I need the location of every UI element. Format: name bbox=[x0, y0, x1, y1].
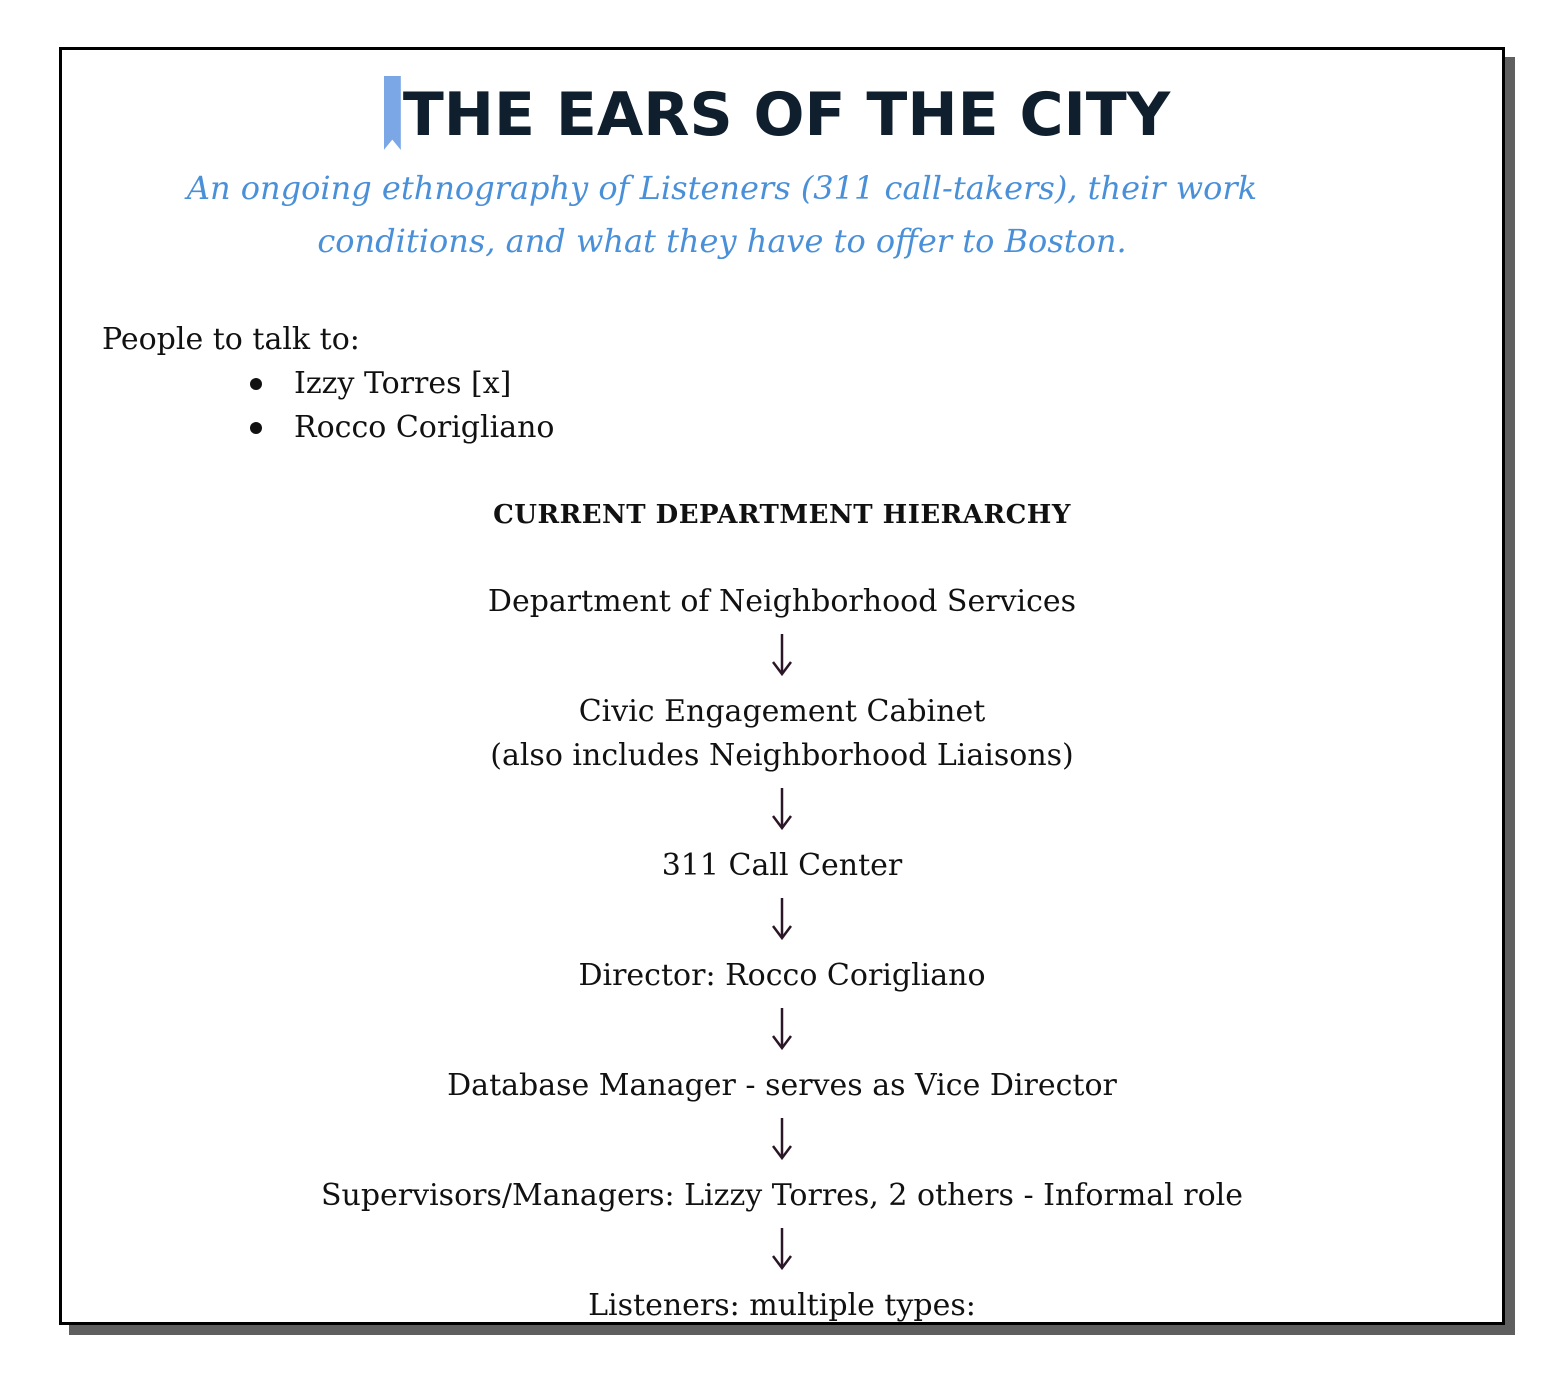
arrow-down-icon bbox=[62, 998, 1502, 1064]
hierarchy-level: 311 Call Center bbox=[661, 848, 903, 883]
page-title: THE EARS OF THE CITY bbox=[383, 76, 1171, 154]
hierarchy-level: Department of Neighborhood Services bbox=[487, 584, 1077, 619]
bookmark-icon[interactable] bbox=[383, 76, 401, 150]
arrow-down-icon bbox=[62, 888, 1502, 954]
document-page: THE EARS OF THE CITY An ongoing ethnogra… bbox=[59, 47, 1505, 1325]
title-row: THE EARS OF THE CITY bbox=[62, 76, 1502, 155]
list-item: Rocco Corigliano bbox=[102, 406, 554, 450]
hierarchy-level: Listeners: multiple types: bbox=[588, 1288, 976, 1323]
list-item: Izzy Torres [x] bbox=[102, 362, 554, 406]
arrow-down-icon bbox=[62, 624, 1502, 690]
arrow-down-icon bbox=[62, 1218, 1502, 1284]
arrow-down-icon bbox=[62, 1108, 1502, 1174]
bullet-dot-icon bbox=[250, 422, 262, 434]
people-section: People to talk to: Izzy Torres [x] Rocco… bbox=[102, 318, 554, 450]
list-item-text: Izzy Torres [x] bbox=[294, 366, 512, 401]
hierarchy-chain: Department of Neighborhood Services Civi… bbox=[62, 580, 1502, 1323]
people-label: People to talk to: bbox=[102, 322, 360, 357]
hierarchy-level: Database Manager - serves as Vice Direct… bbox=[447, 1068, 1117, 1103]
arrow-down-icon bbox=[62, 778, 1502, 844]
title-text: THE EARS OF THE CITY bbox=[402, 80, 1171, 150]
subtitle: An ongoing ethnography of Listeners (311… bbox=[186, 169, 1258, 260]
people-list: Izzy Torres [x] Rocco Corigliano bbox=[102, 362, 554, 450]
hierarchy-level: Director: Rocco Corigliano bbox=[578, 958, 986, 993]
bullet-dot-icon bbox=[250, 378, 262, 390]
hierarchy-level: Supervisors/Managers: Lizzy Torres, 2 ot… bbox=[320, 1178, 1244, 1213]
hierarchy-level: Civic Engagement Cabinet bbox=[578, 694, 986, 729]
hierarchy-heading: CURRENT DEPARTMENT HIERARCHY bbox=[493, 500, 1071, 530]
list-item-text: Rocco Corigliano bbox=[294, 410, 555, 445]
hierarchy-level-note: (also includes Neighborhood Liaisons) bbox=[490, 738, 1074, 773]
